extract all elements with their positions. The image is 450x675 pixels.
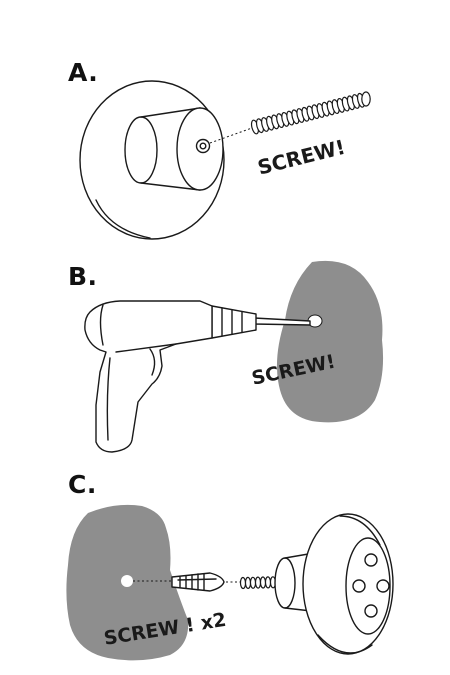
guide-line-a bbox=[209, 127, 253, 144]
screw-thread bbox=[254, 576, 262, 589]
screw-thread bbox=[244, 576, 252, 589]
step-label-a: A. bbox=[68, 58, 99, 87]
knob-icon bbox=[274, 513, 394, 655]
screw-thread bbox=[264, 576, 272, 589]
screw-thread bbox=[259, 576, 267, 589]
step-label-c: C. bbox=[68, 470, 97, 499]
wall-hole bbox=[121, 575, 133, 587]
screw-thread bbox=[239, 576, 247, 590]
disc-hook-icon bbox=[79, 80, 225, 240]
drill-icon bbox=[84, 300, 311, 453]
wall-plug-icon bbox=[171, 572, 225, 592]
step-label-b: B. bbox=[68, 262, 98, 291]
screw-thread bbox=[249, 576, 257, 589]
screw-end bbox=[361, 91, 371, 107]
screw-icon bbox=[250, 91, 371, 135]
wall-icon bbox=[276, 260, 384, 423]
